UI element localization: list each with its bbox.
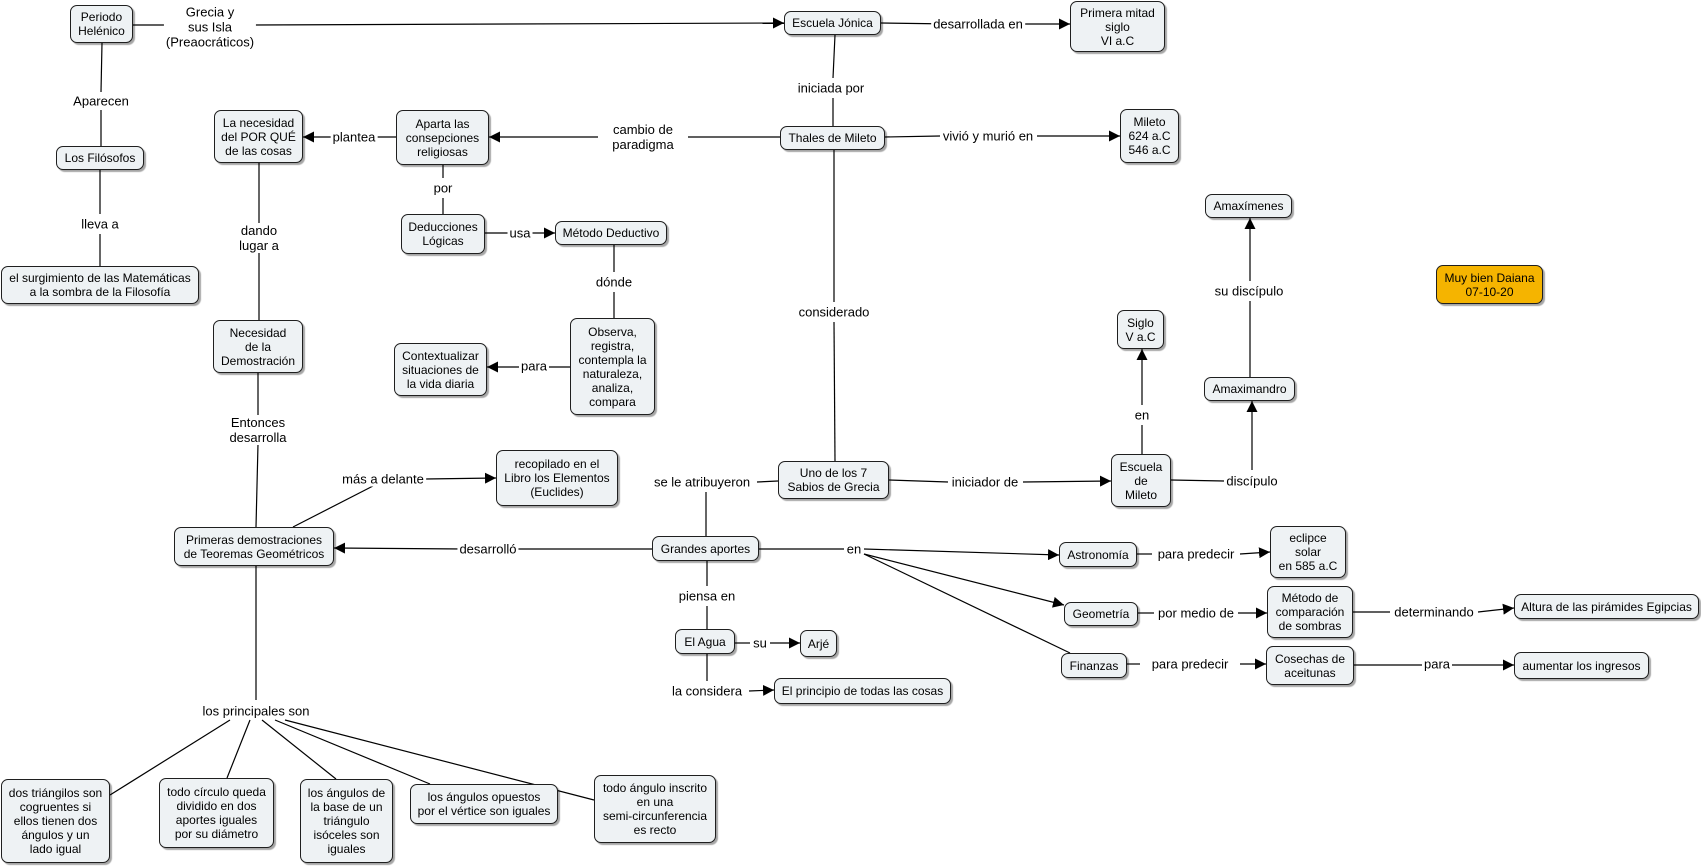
node-contextualizar[interactable]: Contextualizar situaciones de la vida di… (394, 343, 487, 396)
node-mileto-fechas[interactable]: Mileto 624 a.C 546 a.C (1120, 109, 1179, 163)
label-su-discipulo: su discípulo (1212, 283, 1286, 299)
node-primeras-demostraciones[interactable]: Primeras demostraciones de Teoremas Geom… (174, 527, 334, 566)
node-teorema-inscrito[interactable]: todo ángulo inscrito en una semi-circunf… (594, 775, 716, 843)
node-siglo-v[interactable]: Siglo V a.C (1117, 310, 1164, 349)
node-periodo-helenico[interactable]: Periodo Helénico (70, 5, 133, 43)
connector-arrow (863, 553, 1065, 608)
connector-line (884, 135, 941, 138)
node-astronomia[interactable]: Astronomía (1059, 542, 1137, 567)
node-teorema-circulo[interactable]: todo círculo queda dividido en dos aport… (159, 778, 274, 848)
node-amaximenes[interactable]: Amaxímenes (1205, 194, 1292, 218)
connector-arrow (1022, 475, 1112, 487)
node-recopilado[interactable]: recopilado en el Libro los Elementos (Eu… (496, 450, 618, 506)
connector-arrow (333, 542, 466, 554)
connector-line (255, 443, 259, 528)
node-deducciones[interactable]: Deducciones Lógicas (401, 214, 485, 254)
connector-line (261, 719, 337, 780)
label-por: por (431, 180, 455, 196)
label-desarrollada-en: desarrollada en (931, 16, 1025, 32)
node-necesidad-demostracion[interactable]: Necesidad de la Demostración (213, 320, 303, 373)
label-lleva-a: lleva a (79, 216, 121, 232)
label-la-considera: la considera (669, 683, 745, 699)
connector-line (1170, 479, 1225, 482)
connector-line (832, 34, 836, 79)
label-donde: dónde (593, 274, 635, 290)
node-surgimiento[interactable]: el surgimiento de las Matemáticas a la s… (1, 266, 199, 304)
node-metodo-deductivo[interactable]: Método Deductivo (555, 221, 667, 245)
label-piensa-en: piensa en (676, 588, 738, 604)
connector-arrow (863, 548, 1060, 561)
node-teorema-isosceles[interactable]: los ángulos de la base de un triángulo i… (300, 779, 393, 863)
node-eclipce[interactable]: eclipce solar en 585 a.C (1270, 526, 1346, 578)
node-teorema-opuestos[interactable]: los ángulos opuestos por el vértice son … (410, 784, 558, 824)
connector-arrow (424, 472, 497, 484)
label-en-siglo: en (1132, 407, 1152, 423)
label-entonces-desarrolla: Entonces desarrolla (227, 415, 289, 445)
connector-arrow (1239, 547, 1271, 559)
connector-line (109, 719, 231, 796)
label-se-le-atribuyeron: se le atribuyeron (651, 474, 753, 490)
node-metodo-sombras[interactable]: Método de comparación de sombras (1267, 586, 1353, 638)
node-arje[interactable]: Arjé (800, 630, 837, 657)
connector-line (756, 480, 779, 483)
label-usa: usa (507, 225, 533, 241)
node-amaximandro[interactable]: Amaximandro (1204, 377, 1295, 401)
label-dando-lugar: dando lugar a (237, 223, 281, 253)
node-teorema-triangulos[interactable]: dos triángilos son cogruentes si ellos t… (1, 779, 110, 863)
label-cambio-paradigma: cambio de paradigma (610, 122, 676, 152)
node-el-agua[interactable]: El Agua (675, 629, 735, 654)
connector-line (888, 479, 949, 483)
label-determinando: determinando (1392, 604, 1476, 620)
node-finanzas[interactable]: Finanzas (1061, 653, 1127, 678)
label-en-aportes: en (844, 541, 864, 557)
node-primera-mitad[interactable]: Primera mitad siglo VI a.C (1070, 1, 1165, 52)
node-cosechas[interactable]: Cosechas de aceitunas (1266, 646, 1354, 685)
label-mas-adelante: más a delante (340, 471, 426, 487)
connector-arrow (1477, 603, 1515, 615)
node-thales[interactable]: Thales de Mileto (780, 126, 885, 150)
label-para-predecir-eclipce: para predecir (1155, 546, 1237, 562)
node-observa[interactable]: Observa, registra, contempla la naturale… (570, 318, 655, 415)
label-iniciada-por: iniciada por (795, 80, 867, 96)
label-su-arje: su (751, 635, 769, 651)
node-grandes-aportes[interactable]: Grandes aportes (652, 536, 759, 561)
label-plantea: plantea (330, 129, 378, 145)
label-discipulo: discípulo (1224, 473, 1280, 489)
node-los-filosofos[interactable]: Los Filósofos (56, 146, 144, 170)
label-desarrollo: desarrolló (457, 541, 519, 557)
label-principales-son: los principales son (200, 703, 312, 719)
label-considerado: considerado (796, 304, 872, 320)
label-aparecen: Aparecen (71, 93, 131, 109)
node-aumentar-ingresos[interactable]: aumentar los ingresos (1514, 652, 1649, 679)
node-aparta[interactable]: Aparta las consepciones religiosas (396, 110, 489, 165)
label-para-contextualizar: para (518, 358, 550, 374)
label-para-predecir-cosechas: para predecir (1149, 656, 1231, 672)
connector-line (226, 719, 251, 779)
connector-line (274, 719, 431, 785)
node-necesidad-porque[interactable]: La necesidad del POR QUÉ de las cosas (214, 110, 303, 163)
connector-line (292, 485, 374, 528)
label-vivio-murio: vivió y murió en (940, 128, 1036, 144)
node-altura-piramides[interactable]: Altura de las pirámides Egipcias (1514, 594, 1699, 619)
node-muy-bien-daiana[interactable]: Muy bien Daiana 07-10-20 (1436, 265, 1543, 304)
connector-line (100, 42, 103, 93)
node-siete-sabios[interactable]: Uno de los 7 Sabios de Grecia (778, 461, 889, 499)
label-grecia-islas: Grecia y sus Isla (Preaocráticos) (163, 4, 257, 50)
label-por-medio-de: por medio de (1156, 605, 1236, 621)
node-escuela-mileto[interactable]: Escuela de Mileto (1111, 454, 1171, 507)
connector-arrow (244, 17, 785, 29)
connector-arrow (748, 684, 775, 696)
node-escuela-jonica[interactable]: Escuela Jónica (784, 11, 881, 35)
label-iniciador-de: iniciador de (949, 474, 1021, 490)
node-geometria[interactable]: Geometría (1064, 602, 1138, 626)
node-principio[interactable]: El principio de todas las cosas (774, 678, 951, 704)
connector-line (833, 321, 836, 462)
label-para-aumentar: para (1421, 656, 1453, 672)
connector-line (863, 553, 1071, 654)
